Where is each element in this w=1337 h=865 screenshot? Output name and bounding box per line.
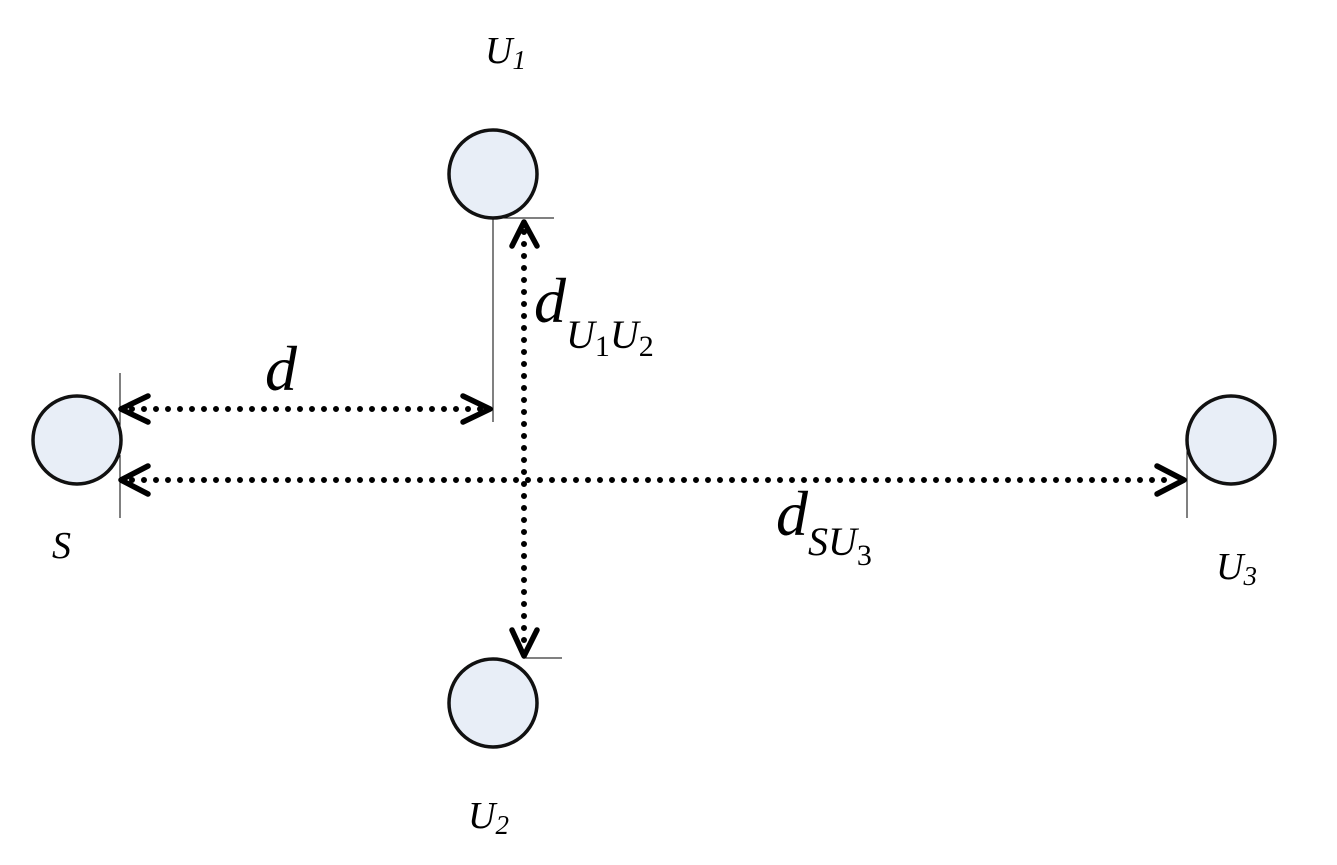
label-d-u1u2: dU1U2 xyxy=(534,265,654,363)
label-u3: U3 xyxy=(1216,546,1257,591)
node-s xyxy=(31,394,123,486)
arrow-d-right-head xyxy=(460,393,493,425)
label-u2: U2 xyxy=(468,795,509,840)
arrow-dsu3-right-head xyxy=(1154,463,1187,497)
node-u1 xyxy=(447,128,539,220)
arrow-du1u2-top-head xyxy=(509,219,540,249)
arrow-du1u2-bottom-head xyxy=(509,627,540,659)
node-u3 xyxy=(1185,394,1277,486)
label-d: d xyxy=(265,333,298,404)
arrow-dsu3-left-head xyxy=(118,463,151,497)
label-s: S xyxy=(52,525,71,567)
arrow-d-left-head xyxy=(118,393,151,425)
label-d-su3: dSU3 xyxy=(776,478,872,572)
node-u2 xyxy=(447,657,539,749)
label-u1: U1 xyxy=(485,30,526,75)
